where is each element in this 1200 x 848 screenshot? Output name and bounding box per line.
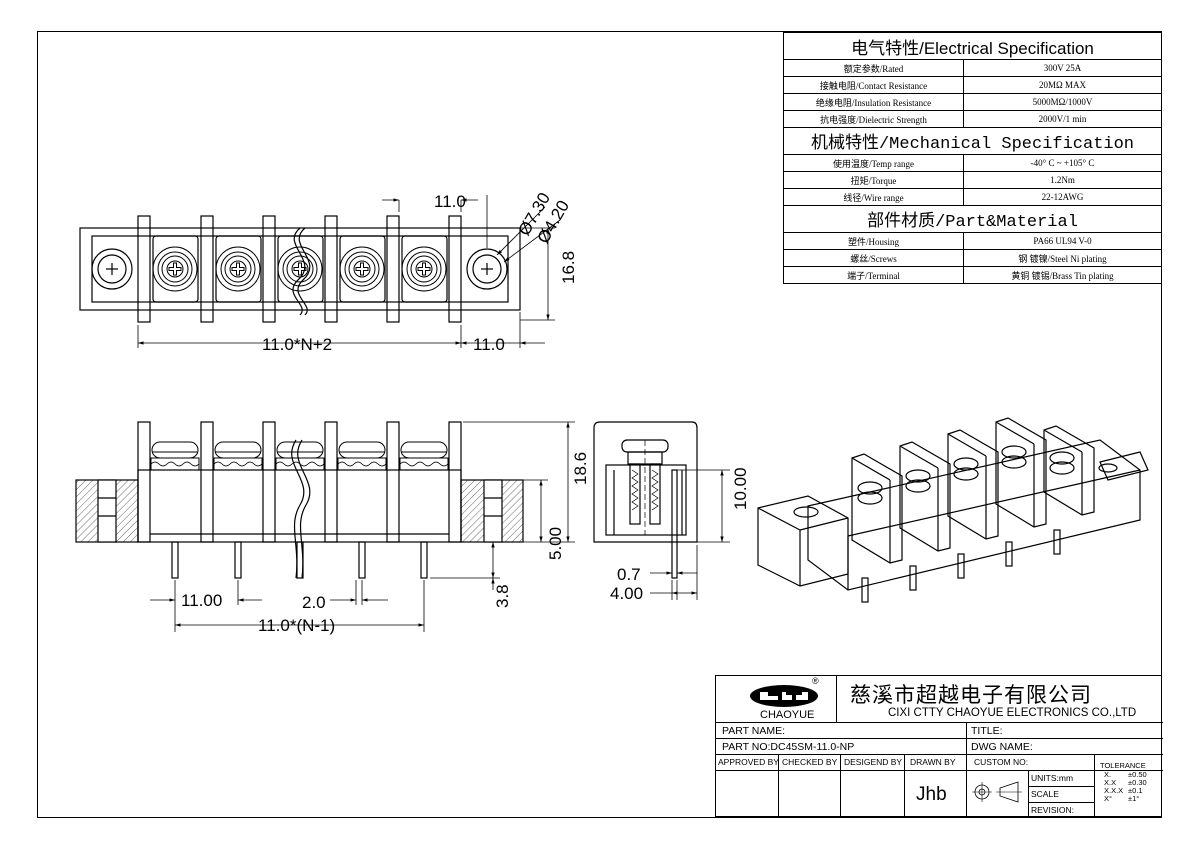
dim-end-pitch: 11.0: [473, 335, 505, 354]
spec-value: 5000MΩ/1000V: [963, 93, 1162, 111]
logo-registered-mark: ®: [812, 676, 819, 686]
spec-value: 2000V/1 min: [963, 110, 1162, 128]
part-name-label: PART NAME:: [722, 725, 786, 737]
title-label: TITLE:: [971, 725, 1003, 737]
spec-label: 使用温度/Temp range: [783, 154, 964, 172]
tolerance-key: X.: [1104, 770, 1112, 779]
company-logo: [750, 685, 818, 707]
dim-pin-width: 2.0: [302, 593, 326, 612]
dim-height-top: 16.8: [559, 251, 578, 284]
dim-side-height: 10.00: [731, 467, 750, 510]
drawn-by-value: Jhb: [916, 784, 947, 805]
spec-value: 20MΩ MAX: [963, 76, 1162, 94]
spec-value: 22-12AWG: [963, 188, 1162, 206]
units-label: UNITS:mm: [1031, 773, 1074, 783]
drawn-by-label: DRAWN BY: [910, 757, 956, 767]
projection-symbol-icon: [972, 781, 1022, 803]
spec-label: 线径/Wire range: [783, 188, 964, 206]
spec-table: 电气特性/Electrical Specification 额定参数/Rated…: [783, 32, 1162, 284]
custom-no-label: CUSTOM NO:: [974, 757, 1029, 767]
spec-label: 接触电阻/Contact Resistance: [783, 76, 964, 94]
scale-label: SCALE: [1031, 789, 1059, 799]
checked-by-label: CHECKED BY: [782, 757, 838, 767]
tolerance-value: ±0.30: [1128, 778, 1147, 787]
spec-label: 绝缘电阻/Insulation Resistance: [783, 93, 964, 111]
spec-value: -40° C ~ +105° C: [963, 154, 1162, 172]
spec-label: 端子/Terminal: [783, 266, 964, 284]
approved-by-label: APPROVED BY: [718, 757, 779, 767]
company-name-en: CIXI CTTY CHAOYUE ELECTRONICS CO.,LTD: [888, 707, 1137, 719]
designed-by-label: DESIGEND BY: [844, 757, 903, 767]
electrical-title: 电气特性/Electrical Specification: [783, 32, 1162, 60]
drawing-frame: [37, 31, 1162, 818]
part-no-label: PART NO:DC45SM-11.0-NP: [722, 741, 855, 753]
dim-pin-pitch: 11.00: [181, 591, 222, 610]
tolerance-key: X.X.X: [1104, 786, 1124, 795]
company-name-cn: 慈溪市超越电子有限公司: [850, 684, 1092, 707]
dim-pin-len: 5.00: [546, 527, 565, 560]
spec-label: 抗电强度/Dielectric Strength: [783, 110, 964, 128]
spec-value: 300V 25A: [963, 59, 1162, 77]
logo-text: CHAOYUE: [760, 709, 815, 721]
spec-label: 塑件/Housing: [783, 232, 964, 250]
isometric-view: [757, 417, 1149, 603]
title-block: ® CHAOYUE 慈溪市超越电子有限公司 CIXI CTTY CHAOYUE …: [715, 675, 1163, 818]
spec-label: 螺丝/Screws: [783, 249, 964, 267]
dim-pin-span: 11.0*(N-1): [258, 616, 335, 635]
revision-label: REVISION:: [1031, 805, 1074, 815]
dim-height-front: 18.6: [571, 452, 590, 485]
spec-label: 扭矩/Torque: [783, 171, 964, 189]
spec-value: 钢 镀镍/Steel Ni plating: [963, 249, 1162, 267]
dwg-name-label: DWG NAME:: [971, 741, 1033, 753]
spec-value: 黄铜 镀锡/Brass Tin plating: [963, 266, 1162, 284]
top-view: [79, 215, 521, 323]
tolerance-key: X°: [1104, 794, 1113, 803]
tolerance-value: ±1°: [1128, 794, 1140, 803]
front-view: [75, 421, 524, 579]
dim-pin-tip: 3.8: [493, 584, 512, 608]
dim-side-pin: 0.7: [617, 565, 641, 584]
material-title: 部件材质/Part&Material: [783, 205, 1162, 233]
tolerance-key: X.X: [1104, 778, 1117, 787]
dim-side-width: 4.00: [610, 584, 643, 603]
tolerance-title: TOLERANCE: [1100, 761, 1146, 770]
tolerance-value: ±0.50: [1128, 770, 1147, 779]
spec-label: 额定参数/Rated: [783, 59, 964, 77]
mechanical-title: 机械特性/Mechanical Specification: [783, 127, 1162, 155]
spec-value: PA66 UL94 V-0: [963, 232, 1162, 250]
side-view: [593, 421, 698, 579]
spec-value: 1.2Nm: [963, 171, 1162, 189]
dim-pitch-top: 11.0: [434, 192, 466, 211]
dim-overall: 11.0*N+2: [262, 335, 332, 354]
tolerance-value: ±0.1: [1128, 786, 1143, 795]
